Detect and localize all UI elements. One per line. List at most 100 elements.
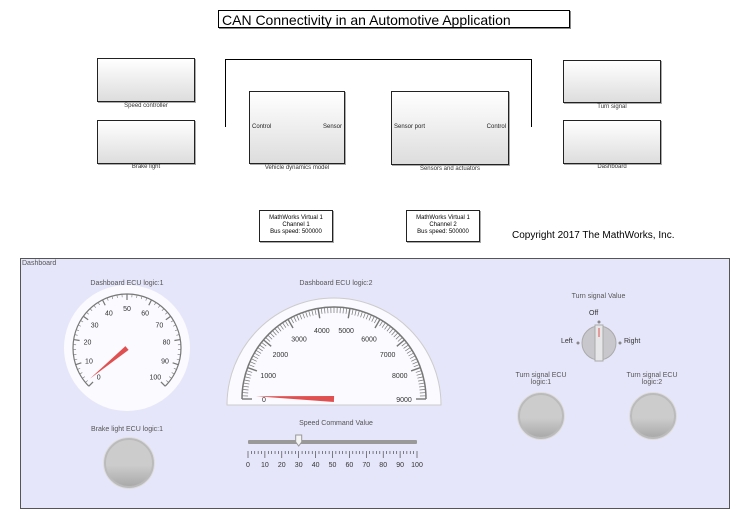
gauge2-tick <box>403 344 409 349</box>
slider-tick-label: 30 <box>295 462 303 469</box>
gauge1-tick <box>166 380 169 383</box>
gauge1-tick <box>82 376 85 379</box>
gauge2-tick-label: 4000 <box>314 328 330 335</box>
gauge2-label: Dashboard ECU logic:2 <box>299 280 373 287</box>
vehicle-dynamics-block[interactable]: Control Sensor <box>249 91 345 164</box>
gauge2-tick <box>365 313 369 320</box>
gauge2-tick <box>351 308 354 315</box>
gauge2-tick <box>418 382 425 385</box>
can-config-block-2[interactable]: MathWorks Virtual 1 Channel 2 Bus speed:… <box>406 210 480 242</box>
gauge1-tick-label: 40 <box>105 310 113 317</box>
slider-tick-label: 60 <box>346 462 354 469</box>
slider-label: Speed Command Value <box>299 420 373 427</box>
dashboard-block[interactable] <box>563 120 661 164</box>
gauge1-tick <box>173 367 177 370</box>
gauge2-tick <box>408 352 414 357</box>
gauge2-tick <box>412 361 419 365</box>
gauge2-tick <box>354 309 357 316</box>
can-bus-speed: Bus speed: 500000 <box>270 229 322 235</box>
gauge2-tick <box>389 328 394 334</box>
turn-signal-block[interactable] <box>563 60 661 103</box>
gauge1-tick <box>77 367 81 370</box>
gauge2-tick <box>413 364 420 368</box>
gauge2-tick <box>248 364 255 368</box>
gauge2-tick <box>374 317 378 324</box>
gauge2-tick <box>357 310 360 317</box>
slider-tick-label: 50 <box>329 462 337 469</box>
gauge2-tick <box>243 382 250 385</box>
gauge2-tick <box>265 337 271 342</box>
gauge2-tick-label: 6000 <box>361 336 377 343</box>
slider-tick-label: 20 <box>278 462 286 469</box>
gauge1-tick <box>169 376 172 379</box>
gauge2-tick <box>267 334 273 340</box>
gauge2-tick <box>254 352 260 357</box>
turn-lamp1-label: Turn signal ECU logic:1 <box>515 372 567 386</box>
gauge2-tick <box>391 330 396 336</box>
gauge1-tick <box>97 302 100 306</box>
slider-tick-label: 90 <box>396 462 404 469</box>
gauge1-tick <box>74 358 78 361</box>
gauge1-tick <box>86 312 89 315</box>
gauge1-tick <box>111 296 114 300</box>
gauge1-tick-label: 90 <box>161 358 169 365</box>
gauge2-tick-label: 5000 <box>338 328 354 335</box>
slider-tick-label: 70 <box>362 462 370 469</box>
knob-right-label[interactable]: Right <box>624 338 641 345</box>
signal-line <box>225 59 532 127</box>
gauge1-tick <box>176 358 180 361</box>
slider-thumb[interactable] <box>295 434 303 447</box>
gauge2-tick <box>279 324 284 330</box>
turn-lamp-2 <box>630 393 676 439</box>
gauge2-tick <box>320 307 323 314</box>
sensors-actuators-block[interactable]: Sensor port Control <box>391 91 509 165</box>
control-in-port: Control <box>252 124 272 130</box>
speed-controller-block[interactable] <box>97 58 195 102</box>
gauge1-tick <box>174 329 178 332</box>
knob-position-dot <box>597 320 601 324</box>
gauge2-tick <box>245 373 252 376</box>
gauge2-tick-label: 9000 <box>396 397 412 404</box>
panel-title: Dashboard <box>22 260 57 267</box>
gauge1-tick <box>136 294 138 298</box>
can-device: MathWorks Virtual 1 <box>416 215 470 221</box>
gauge2-tick <box>251 358 257 362</box>
gauge2-tick <box>257 347 263 352</box>
dashboard-label: Dashboard <box>597 164 627 170</box>
knob-left-label[interactable]: Left <box>561 338 573 345</box>
gauge2-tick <box>263 339 272 347</box>
gauge2-tick <box>255 349 262 354</box>
gauge1-tick-label: 80 <box>163 340 171 347</box>
knob-off-label[interactable]: Off <box>589 310 599 317</box>
gauge2-tick <box>311 309 314 316</box>
turn-lamp-1 <box>518 393 564 439</box>
can-config-block-1[interactable]: MathWorks Virtual 1 Channel 1 Bus speed:… <box>259 210 333 242</box>
gauge1-tick <box>165 312 168 315</box>
slider-track[interactable] <box>248 440 417 444</box>
knob-position-dot <box>576 341 580 345</box>
gauge1-tick-label: 0 <box>97 374 101 381</box>
gauge2-tick <box>419 389 426 391</box>
slider-tick-label: 100 <box>411 462 423 469</box>
gauge2-tick <box>410 366 421 372</box>
gauge1-tick <box>73 338 80 342</box>
gauge1-tick <box>93 305 96 308</box>
gauge1-tick <box>82 315 89 321</box>
gauge1-tick <box>171 372 175 375</box>
gauge1-tick <box>80 320 84 323</box>
gauge1-tick-label: 70 <box>155 322 163 329</box>
gauge2-tick <box>405 347 411 352</box>
can-channel: Channel 2 <box>429 222 457 228</box>
brake-light-block[interactable] <box>97 120 195 164</box>
gauge1-tick <box>176 334 180 336</box>
gauge1-tick <box>75 362 82 366</box>
brake-light-label: Brake light <box>131 164 161 170</box>
gauge1-tick <box>76 329 80 332</box>
gauge1-tick <box>79 372 83 375</box>
gauge2-tick <box>282 322 287 328</box>
gauge2-tick <box>401 342 407 347</box>
slider-tick-label: 0 <box>246 462 250 469</box>
gauge1-tick <box>101 299 106 306</box>
model-title: CAN Connectivity in an Automotive Applic… <box>218 10 570 28</box>
slider-tick-label: 10 <box>261 462 269 469</box>
